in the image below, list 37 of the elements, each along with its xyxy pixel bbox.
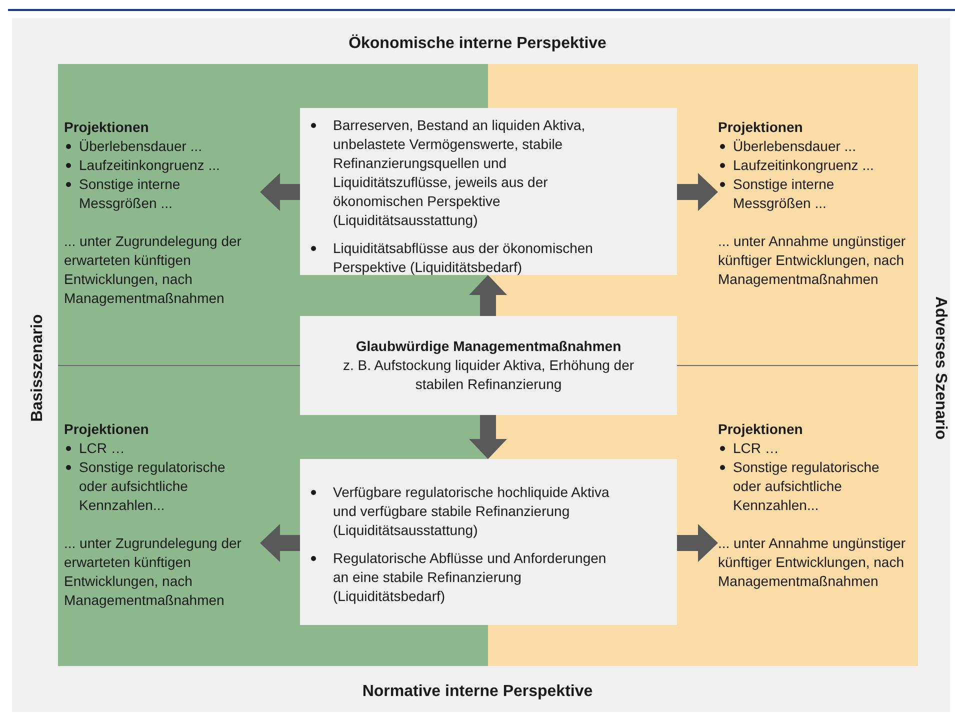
bullet-text: Liquiditätsabflüsse aus der ökonomischen Perspektive (Liquiditätsbedarf) [333, 239, 594, 277]
text-box [300, 459, 677, 625]
block-arrow [469, 415, 507, 459]
perspective-heading: Normative interne Perspektive [361, 682, 594, 702]
box-text: z. B. Aufstockung liquider Aktiva, Erhöhung der stabilen Refinanzierung [342, 356, 636, 394]
block-arrow [260, 173, 300, 211]
projection-item: Sonstige interne Messgrößen ... [733, 175, 836, 213]
projection-note: ... unter Annahme ungünstiger künftiger Entwicklungen, nach Managementmaßnahmen [718, 534, 906, 591]
bullet-text: Verfügbare regulatorische hochliquide Aktiva und verfügbare stabile Refinanzierung (Liquiditätsausstattung) [333, 483, 610, 540]
perspective-heading: Ökonomische interne Perspektive [348, 33, 608, 54]
projection-heading: Projektionen [718, 420, 804, 439]
block-arrow [677, 173, 718, 211]
block-arrow [677, 524, 718, 562]
projection-heading: Projektionen [64, 118, 150, 137]
text-box [300, 108, 677, 275]
projection-note: ... unter Zugrundelegung der erwarteten künftigen Entwicklungen, nach Managementmaßnahmen [64, 534, 242, 610]
projection-item: Laufzeitinkongruenz ... [79, 156, 220, 175]
projection-note: ... unter Zugrundelegung der erwarteten künftigen Entwicklungen, nach Managementmaßnahmen [64, 232, 242, 308]
projection-item: LCR … [79, 439, 125, 458]
scenario-label: Basisszenario [28, 313, 47, 424]
bullet-text: Regulatorische Abflüsse und Anforderungen an eine stabile Refinanzierung (Liquiditätsbedarf) [333, 549, 608, 606]
projection-heading: Projektionen [718, 118, 804, 137]
bullet-text: Barreserven, Bestand an liquiden Aktiva, unbelastete Vermögenswerte, stabile Refinanzierungsquellen und Liquiditätszuflüsse, jeweils aus der ökonomischen Perspektive (Liquiditätsausstattung) [333, 116, 586, 230]
scenario-label: Adverses Szenario [931, 295, 950, 442]
text-box [300, 316, 677, 415]
block-arrow [260, 524, 300, 562]
block-arrow [469, 275, 507, 316]
projection-item: Sonstige interne Messgrößen ... [79, 175, 182, 213]
box-heading: Glaubwürdige Managementmaßnahmen [354, 337, 622, 356]
projection-item: Sonstige regulatorische oder aufsichtliche Kennzahlen... [733, 458, 880, 515]
projection-item: Sonstige regulatorische oder aufsichtliche Kennzahlen... [79, 458, 226, 515]
projection-heading: Projektionen [64, 420, 150, 439]
projection-item: Überlebensdauer ... [733, 137, 856, 156]
projection-item: LCR … [733, 439, 779, 458]
projection-item: Laufzeitinkongruenz ... [733, 156, 874, 175]
projection-note: ... unter Annahme ungünstiger künftiger Entwicklungen, nach Managementmaßnahmen [718, 232, 906, 289]
projection-item: Überlebensdauer ... [79, 137, 202, 156]
